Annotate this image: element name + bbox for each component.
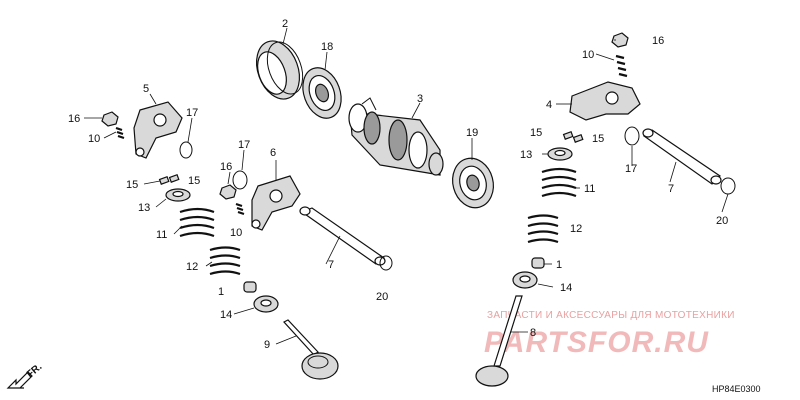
callout-18: 18 — [321, 41, 333, 53]
part-17-clip-left — [179, 141, 193, 159]
part-15-cotters-left — [158, 173, 180, 185]
part-10-adjust-screw-left — [115, 126, 125, 140]
part-13-spring-retainer-right — [547, 147, 573, 161]
callout-5: 5 — [143, 83, 149, 95]
watermark-tagline: ЗАПЧАСТИ И АКСЕССУАРЫ ДЛЯ МОТОТЕХНИКИ — [487, 310, 735, 321]
part-8-valve — [475, 295, 523, 387]
callout-10: 10 — [230, 227, 242, 239]
callout-9: 9 — [264, 339, 270, 351]
callout-11: 11 — [156, 229, 167, 241]
part-15-cotters-right — [562, 130, 584, 143]
watermark-site-name: PARTSFOR.RU — [484, 326, 709, 359]
part-20-seal-right — [720, 177, 736, 195]
part-3-camshaft — [348, 97, 444, 176]
callout-15: 15 — [126, 179, 138, 191]
callout-1: 1 — [556, 259, 562, 271]
part-16-nut-left — [101, 111, 119, 127]
part-1-spring-seat-right — [531, 257, 545, 269]
callout-10: 10 — [582, 49, 594, 61]
part-10-adjust-screw-middle — [235, 202, 245, 216]
part-12-inner-spring-left — [209, 246, 241, 276]
callout-17: 17 — [625, 163, 637, 175]
callout-3: 3 — [417, 93, 423, 105]
callout-8: 8 — [530, 327, 536, 339]
part-18-bearing — [302, 67, 342, 119]
callout-numbers: 2 18 3 19 16 10 5 17 15 15 13 11 12 1 14… — [68, 18, 728, 351]
part-16-nut-middle — [219, 184, 237, 200]
callout-14: 14 — [560, 282, 572, 294]
callout-4: 4 — [546, 99, 552, 111]
callout-11: 11 — [584, 183, 595, 195]
part-13-spring-retainer-left — [165, 188, 191, 202]
front-direction-indicator: FR. — [6, 361, 44, 389]
callout-16: 16 — [68, 113, 80, 125]
callout-16: 16 — [220, 161, 232, 173]
part-4-rocker-arm — [569, 81, 641, 121]
callout-15: 15 — [592, 133, 604, 145]
callout-15: 15 — [188, 175, 200, 187]
part-14-stem-seal-right — [512, 271, 538, 289]
callout-14: 14 — [220, 309, 232, 321]
part-12-inner-spring-right — [527, 214, 559, 244]
callout-1: 1 — [218, 286, 224, 298]
watermark: ЗАПЧАСТИ И АКСЕССУАРЫ ДЛЯ МОТОТЕХНИКИ PA… — [484, 310, 735, 359]
part-11-outer-spring-right — [541, 167, 577, 198]
part-7-rocker-shaft-middle — [299, 206, 386, 266]
callout-2: 2 — [282, 18, 288, 30]
part-17-clip-right — [624, 126, 640, 146]
callout-20: 20 — [376, 291, 388, 303]
part-1-spring-seat-left — [243, 281, 257, 293]
callout-6: 6 — [270, 147, 276, 159]
diagram-reference-code: HP84E0300 — [712, 384, 761, 394]
part-6-rocker-arm — [251, 175, 301, 231]
callout-16: 16 — [652, 35, 664, 47]
part-19-bearing — [452, 157, 494, 209]
callout-13: 13 — [520, 149, 532, 161]
callout-19: 19 — [466, 127, 478, 139]
part-14-stem-seal-left — [253, 295, 279, 313]
leader-lines — [84, 27, 729, 345]
part-2-oil-seal — [255, 40, 304, 100]
callout-12: 12 — [570, 223, 582, 235]
part-11-outer-spring-left — [179, 207, 215, 238]
callout-12: 12 — [186, 261, 198, 273]
part-9-valve — [283, 319, 339, 380]
callout-17: 17 — [238, 139, 250, 151]
callout-13: 13 — [138, 202, 150, 214]
callout-17: 17 — [186, 107, 198, 119]
part-20-seal-middle — [379, 255, 393, 271]
part-7-rocker-shaft-right — [642, 128, 722, 185]
part-16-nut-right — [611, 32, 629, 48]
front-arrow-icon — [6, 371, 33, 389]
part-5-rocker-arm — [133, 101, 183, 159]
callout-7: 7 — [668, 183, 674, 195]
callout-10: 10 — [88, 133, 100, 145]
callout-15: 15 — [530, 127, 542, 139]
part-17-clip-middle — [232, 170, 248, 190]
callout-7: 7 — [328, 259, 334, 271]
callout-20: 20 — [716, 215, 728, 227]
part-10-adjust-screw-right — [615, 54, 628, 78]
